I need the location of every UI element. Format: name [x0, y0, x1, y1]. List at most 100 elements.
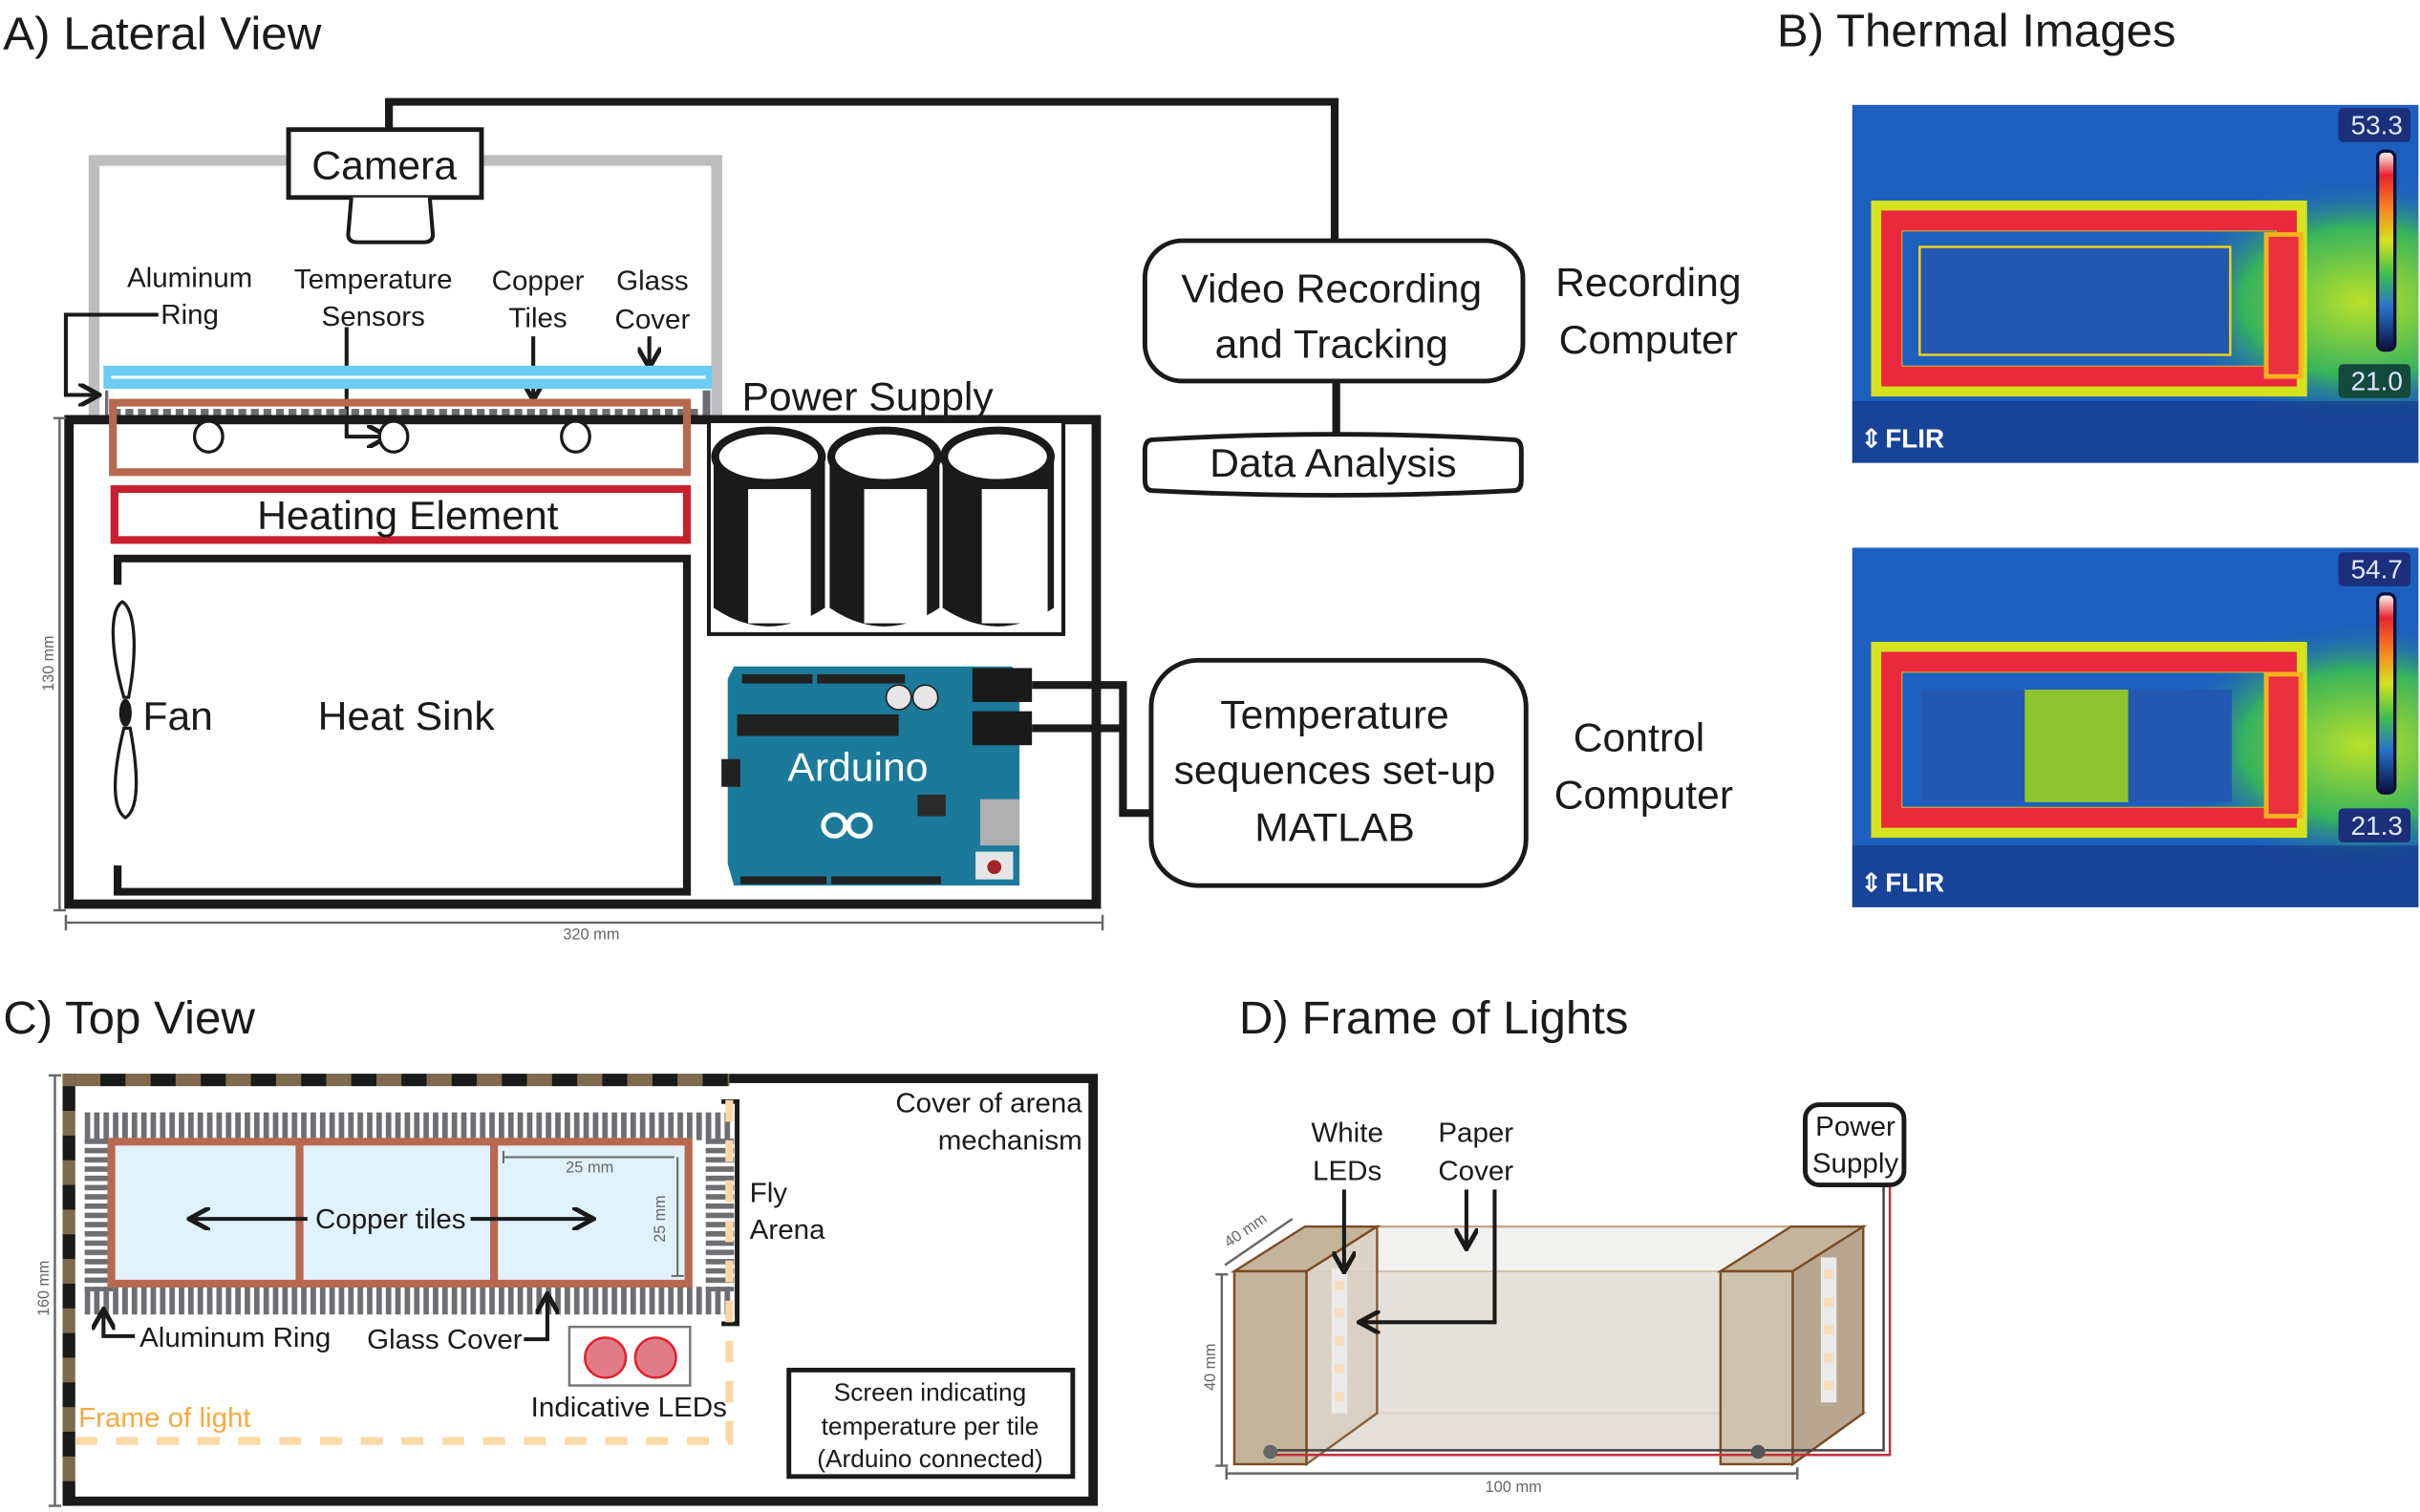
panel-d-title: D) Frame of Lights	[1239, 993, 1629, 1045]
glass-cover-arrow	[524, 1296, 547, 1342]
power-wire-red	[1270, 1184, 1892, 1457]
heat-sink-label: Heat Sink	[318, 693, 496, 738]
copper-tiles-label-bg	[311, 1200, 471, 1235]
frame-height-dimension: 40 mm	[1202, 1273, 1229, 1467]
power-supply-label: Power Supply	[741, 374, 994, 419]
thermal-image-1-max: 53.3	[2351, 111, 2403, 140]
aluminum-ring-label-2: Ring	[161, 299, 219, 330]
left-block-front	[1232, 1269, 1308, 1466]
aluminum-ring-label: Aluminum Ring	[139, 1322, 331, 1353]
power-wire-black	[1270, 1184, 1885, 1452]
temperature-sequence-box	[1148, 657, 1529, 888]
serial-cable-1	[1032, 681, 1155, 818]
thermal-image-2-max: 54.7	[2351, 555, 2403, 585]
temperature-sensors-label-2: Sensors	[322, 301, 425, 332]
video-recording-label-1: Video Recording	[1181, 266, 1482, 311]
height-dimension-label: 130 mm	[40, 635, 57, 691]
power-supply-box-d	[1803, 1102, 1907, 1187]
aluminum-ring-arrow	[63, 312, 159, 395]
led-strip-right	[1820, 1257, 1837, 1403]
screen-label-3: (Arduino connected)	[817, 1444, 1042, 1473]
lateral-housing	[64, 415, 1102, 909]
battery-cell-icon	[826, 426, 942, 627]
panel-d-frame-of-lights: D) Frame of Lights	[1202, 993, 1907, 1496]
arduino-label: Arduino	[787, 745, 928, 790]
camera-cable	[385, 97, 1339, 245]
indicative-leds-label: Indicative LEDs	[531, 1392, 727, 1423]
usb-port-2	[972, 711, 1033, 746]
cover-mechanism-label-2: mechanism	[938, 1125, 1082, 1157]
thermal-image-2: 54.7 21.3 FLIR ⇕	[1852, 547, 2419, 907]
frame-height-label: 40 mm	[1202, 1344, 1219, 1391]
thermal-color-scale	[2376, 592, 2397, 795]
aluminum-ring-top	[84, 1112, 735, 1140]
camera: Camera	[286, 127, 484, 245]
recording-computer-label-1: Recording	[1555, 260, 1741, 305]
fan-label: Fan	[142, 693, 213, 738]
paper-cover-label-1: Paper	[1438, 1118, 1513, 1149]
temperature-sequence-label-3: MATLAB	[1254, 805, 1415, 850]
frame-of-light-label: Frame of light	[78, 1402, 251, 1434]
thermal-color-scale	[2376, 149, 2397, 352]
wood-frame-edge-top	[62, 1074, 730, 1087]
panel-c-title: C) Top View	[3, 993, 255, 1045]
data-analysis-box	[1142, 432, 1524, 498]
thermal-tile-middle-heated	[2024, 690, 2129, 802]
fly-arena-label-1: Fly	[750, 1178, 788, 1209]
glass-cover-label: Glass Cover	[367, 1324, 523, 1355]
panel-c-top-view: C) Top View 25 mm 25 mm Copper tiles	[3, 993, 1099, 1507]
heating-element-label: Heating Element	[257, 493, 559, 538]
battery-cell-icon	[940, 426, 1055, 627]
width-dimension: 320 mm	[64, 914, 1104, 944]
glass-cover-label-1: Glass	[616, 266, 688, 297]
thermal-tiles-cool	[1918, 245, 2232, 356]
flir-logo-1: FLIR	[1885, 424, 1944, 454]
video-recording-label-2: and Tracking	[1215, 322, 1448, 367]
screen-label-1: Screen indicating	[834, 1378, 1026, 1407]
led-strip-left	[1331, 1267, 1348, 1414]
battery-cell-icon	[711, 426, 826, 627]
paper-cover-label-2: Cover	[1438, 1156, 1513, 1187]
aluminum-ring-bottom	[84, 1287, 735, 1315]
top-view-height-label: 160 mm	[35, 1261, 53, 1316]
paper-cover	[1305, 1270, 1800, 1452]
thermal-image-2-min: 21.3	[2351, 811, 2403, 841]
frame-of-light-outline	[75, 1087, 734, 1445]
wire-connector-right	[1750, 1444, 1766, 1459]
tile-width-dimension: 25 mm	[502, 1151, 675, 1177]
thermal-tile-left-cool	[1920, 690, 2025, 802]
aluminum-ring-top	[113, 409, 703, 417]
camera-lens-icon	[346, 197, 436, 245]
arduino-board: Arduino	[721, 666, 1033, 886]
tile-width-label: 25 mm	[566, 1160, 613, 1177]
aluminum-ring-label-1: Aluminum	[127, 263, 252, 294]
tile-height-label: 25 mm	[652, 1195, 669, 1242]
thermal-image-1: 53.3 21.0 FLIR ⇕	[1852, 104, 2419, 463]
control-computer-label-1: Control	[1574, 715, 1705, 760]
control-computer-label-2: Computer	[1554, 773, 1733, 818]
glass-cover-label-2: Cover	[615, 304, 691, 335]
temperature-screen-box	[786, 1367, 1076, 1480]
wood-frame-edge-left	[62, 1074, 75, 1506]
paper-cover-arrow-side	[1361, 1189, 1497, 1322]
temperature-sensor-2	[377, 419, 410, 454]
camera-label: Camera	[311, 143, 457, 188]
heating-element	[110, 485, 692, 544]
heat-sink	[114, 554, 692, 896]
indicative-led-1	[584, 1336, 628, 1379]
usb-port-1	[972, 668, 1033, 702]
temperature-sequence-label-2: sequences set-up	[1174, 748, 1496, 793]
panel-b-title: B) Thermal Images	[1777, 6, 2176, 57]
copper-tiles-label-1: Copper	[492, 266, 585, 297]
frame-width-dimension: 100 mm	[1225, 1467, 1799, 1496]
temperature-sensor-3	[560, 419, 591, 454]
cover-mechanism-label-1: Cover of arena	[895, 1088, 1082, 1119]
top-view-height-dimension: 160 mm	[35, 1074, 62, 1507]
aluminum-ring-right	[702, 390, 711, 418]
data-analysis-label: Data Analysis	[1210, 440, 1457, 485]
power-supply-label-2: Supply	[1812, 1148, 1899, 1180]
temperature-sequence-label-1: Temperature	[1220, 692, 1449, 737]
thermal-tile-right-cool	[2128, 690, 2233, 802]
flir-diamond-icon: ⇕	[1860, 868, 1882, 898]
copper-tiles-label: Copper tiles	[315, 1203, 466, 1235]
